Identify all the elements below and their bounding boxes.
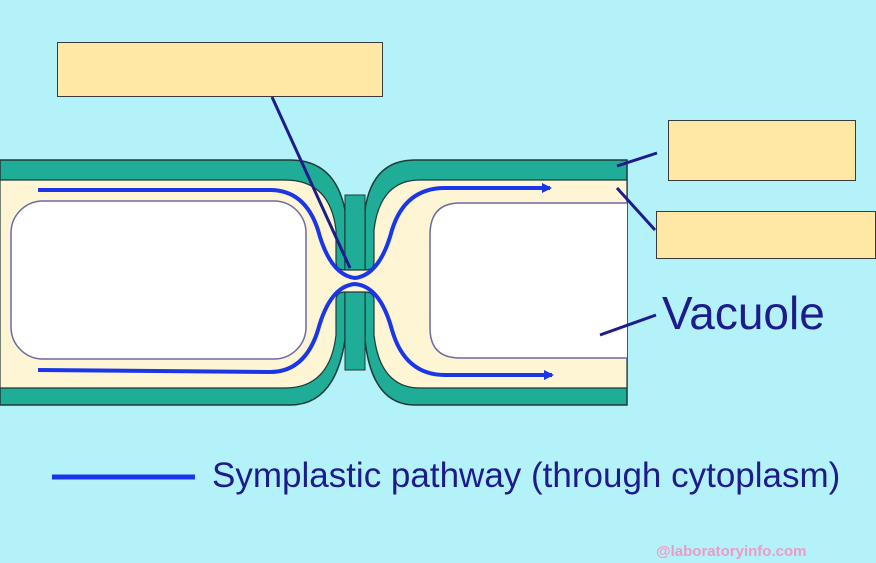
leader-line-right-1 <box>616 151 658 168</box>
leader-line-top <box>270 96 352 269</box>
vacuole-right <box>429 202 627 359</box>
legend-label: Symplastic pathway (through cytoplasm) <box>212 456 841 495</box>
vacuole-left <box>10 200 307 360</box>
vacuole-label: Vacuole <box>662 287 825 339</box>
leader-line-vacuole <box>599 313 657 337</box>
pathway-arrow-bottom <box>37 281 554 380</box>
watermark: @laboratoryinfo.com <box>656 543 807 560</box>
leader-line-right-2 <box>615 186 657 232</box>
blank-label-box-right-lower[interactable] <box>656 211 876 259</box>
pathway-arrow-top <box>38 183 552 281</box>
blank-label-box-top[interactable] <box>57 42 383 97</box>
blank-label-box-right-upper[interactable] <box>668 120 856 181</box>
